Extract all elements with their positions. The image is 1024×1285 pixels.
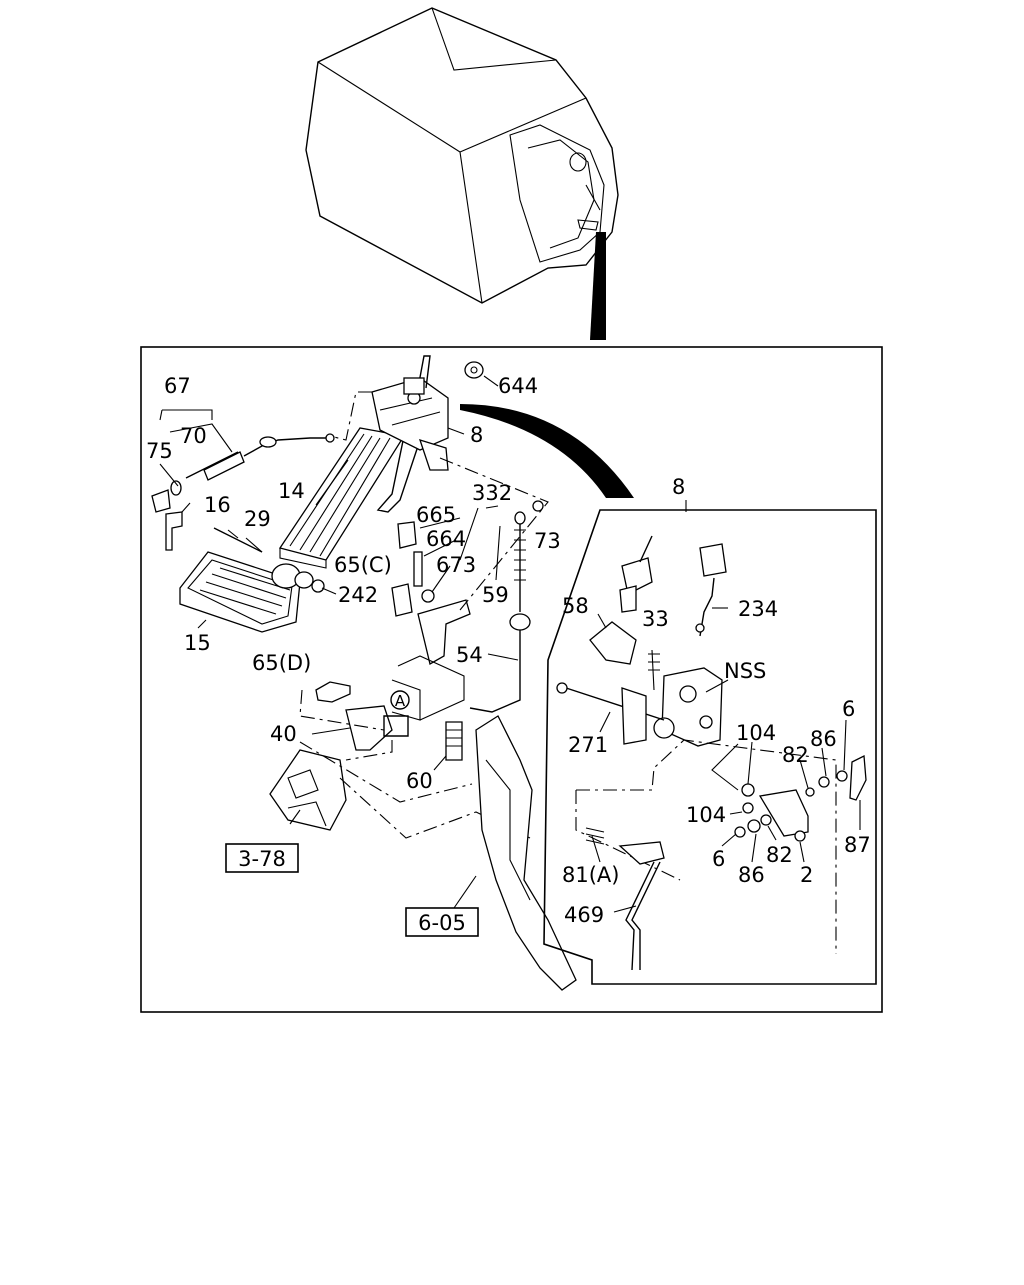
- ref-3-78: 3-78: [238, 847, 286, 871]
- lower-bracket-assembly: [269, 655, 577, 991]
- label-70: 70: [180, 424, 207, 448]
- label-644: 644: [498, 374, 538, 398]
- label-6-bottom: 6: [712, 847, 725, 871]
- label-40: 40: [270, 722, 297, 746]
- cab-overview: [305, 7, 619, 304]
- detail-swoosh: [460, 404, 634, 498]
- label-82-bottom: 82: [766, 843, 793, 867]
- label-8-detail: 8: [672, 475, 685, 499]
- label-469: 469: [564, 903, 604, 927]
- throttle-stop-assembly: [556, 535, 867, 971]
- label-58: 58: [562, 594, 589, 618]
- label-665: 665: [416, 503, 456, 527]
- label-33: 33: [642, 607, 669, 631]
- cable-components: [391, 361, 549, 713]
- label-2: 2: [800, 863, 813, 887]
- label-271: 271: [568, 733, 608, 757]
- label-82-top: 82: [782, 743, 809, 767]
- label-86-top: 86: [810, 727, 837, 751]
- label-8-main: 8: [470, 423, 483, 447]
- detail-frame: [140, 346, 883, 1013]
- ref-box-3-78: [225, 843, 299, 873]
- pedal-assembly: [278, 355, 449, 569]
- label-81a: 81(A): [562, 863, 619, 887]
- ref-6-05: 6-05: [418, 911, 466, 935]
- label-60: 60: [406, 769, 433, 793]
- label-nss: NSS: [724, 659, 766, 683]
- label-673: 673: [436, 553, 476, 577]
- label-6-top: 6: [842, 697, 855, 721]
- part-labels: 67 70 75 16 29 14 15 242 644 8 332 665 6…: [146, 374, 871, 927]
- label-15: 15: [184, 631, 211, 655]
- label-104-bottom: 104: [686, 803, 726, 827]
- ref-box-6-05: [405, 907, 479, 937]
- label-242: 242: [338, 583, 378, 607]
- label-16: 16: [204, 493, 231, 517]
- label-332: 332: [472, 481, 512, 505]
- leader-lines: [181, 375, 861, 913]
- rod-67-assembly: [151, 409, 335, 513]
- label-75: 75: [146, 439, 173, 463]
- label-86-bottom: 86: [738, 863, 765, 887]
- label-104-top: 104: [736, 721, 776, 745]
- detail-callout-arrow: [590, 232, 606, 340]
- label-234: 234: [738, 597, 778, 621]
- label-14: 14: [278, 479, 305, 503]
- label-87: 87: [844, 833, 871, 857]
- label-67: 67: [164, 374, 191, 398]
- label-54: 54: [456, 643, 483, 667]
- footrest-15: [165, 511, 325, 633]
- label-a-circle: A: [395, 692, 406, 710]
- label-65d: 65(D): [252, 651, 311, 675]
- label-29: 29: [244, 507, 271, 531]
- label-65c: 65(C): [334, 553, 392, 577]
- reference-boxes: 3-78 6-05: [225, 843, 479, 937]
- label-73: 73: [534, 529, 561, 553]
- inner-detail-frame: [543, 509, 877, 985]
- label-664: 664: [426, 527, 466, 551]
- label-59: 59: [482, 583, 509, 607]
